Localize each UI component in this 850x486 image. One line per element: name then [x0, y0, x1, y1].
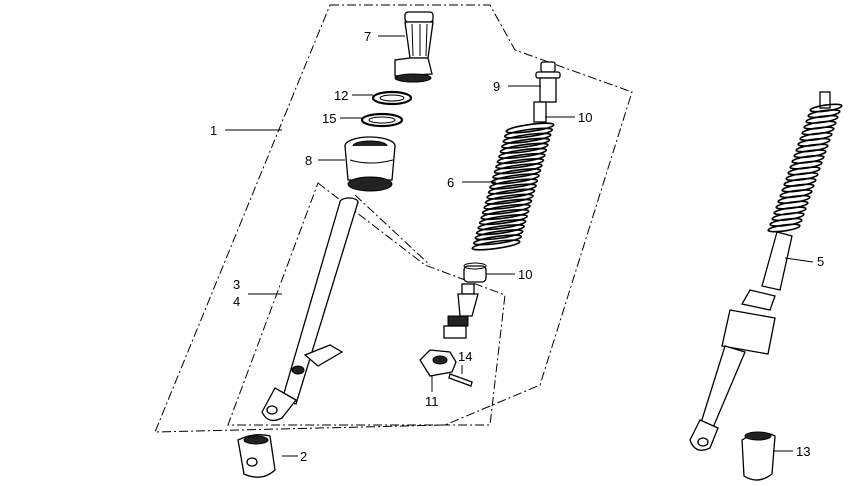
spring-coil [474, 229, 524, 241]
spring-coil [484, 193, 534, 205]
spring-coil [767, 223, 801, 233]
assembly-boundary-inner [227, 182, 506, 426]
spring-coil [505, 122, 555, 134]
spring-coil [775, 200, 809, 210]
part-2-boot [237, 434, 276, 478]
part-11-nut [419, 349, 457, 377]
spring-coil [483, 198, 533, 210]
spring-coil [498, 147, 548, 160]
callout-2: 2 [300, 449, 307, 464]
leader-lines [225, 35, 814, 457]
callout-5: 5 [817, 254, 824, 269]
callout-12: 12 [334, 88, 348, 103]
spring-coil [481, 203, 531, 216]
part-10-stopper [463, 262, 487, 283]
part-5-spring [767, 103, 843, 233]
callout-10-upper: 10 [578, 110, 592, 125]
spring-coil [493, 163, 543, 175]
part-15-o-ring [360, 112, 404, 128]
spring-coil [480, 208, 530, 221]
spring-coil [475, 224, 525, 236]
assembly-guide-line [354, 194, 431, 266]
spring-coil [472, 234, 523, 246]
callout-8: 8 [305, 153, 312, 168]
callout-11: 11 [425, 394, 439, 409]
part-13-boot [741, 431, 776, 481]
spring-coil [486, 188, 536, 200]
spring-coil [492, 168, 542, 180]
part-9-rod-top [533, 61, 561, 123]
callout-6: 6 [447, 175, 454, 190]
spring-coil [803, 120, 837, 130]
spring-coil [503, 127, 554, 139]
callout-14: 14 [458, 349, 472, 364]
spring-coil [501, 137, 551, 149]
spring-coil [478, 213, 528, 226]
spring-coil [789, 160, 823, 170]
spring-coil [495, 157, 545, 170]
part-14-pin [448, 373, 473, 387]
callout-9: 9 [493, 79, 500, 94]
part-5-shock-assembly [689, 91, 843, 451]
spring-coil [496, 152, 546, 165]
part-8-bushing [344, 136, 396, 192]
callout-15: 15 [322, 111, 336, 126]
callout-3: 3 [233, 277, 240, 292]
spring-coil [477, 219, 527, 231]
part-6-spring [471, 122, 555, 251]
callout-10-lower: 10 [518, 267, 532, 282]
spring-coil [499, 142, 549, 154]
callout-7: 7 [364, 29, 371, 44]
spring-coil [471, 239, 521, 251]
callout-labels: 1 2 3 4 5 6 7 8 9 10 10 11 12 13 14 15 [210, 29, 824, 464]
callout-13: 13 [796, 444, 810, 459]
spring-coil [502, 132, 552, 144]
spring-coil [487, 183, 537, 195]
callout-4: 4 [233, 294, 240, 309]
part-12-washer [371, 90, 413, 106]
damper-rod [443, 283, 479, 339]
spring-coil [489, 178, 539, 190]
assembly-boundary-outer [154, 4, 633, 433]
part-7-top-cap [394, 11, 434, 83]
part-3-4-fork-tube [261, 197, 359, 422]
callout-1: 1 [210, 123, 217, 138]
